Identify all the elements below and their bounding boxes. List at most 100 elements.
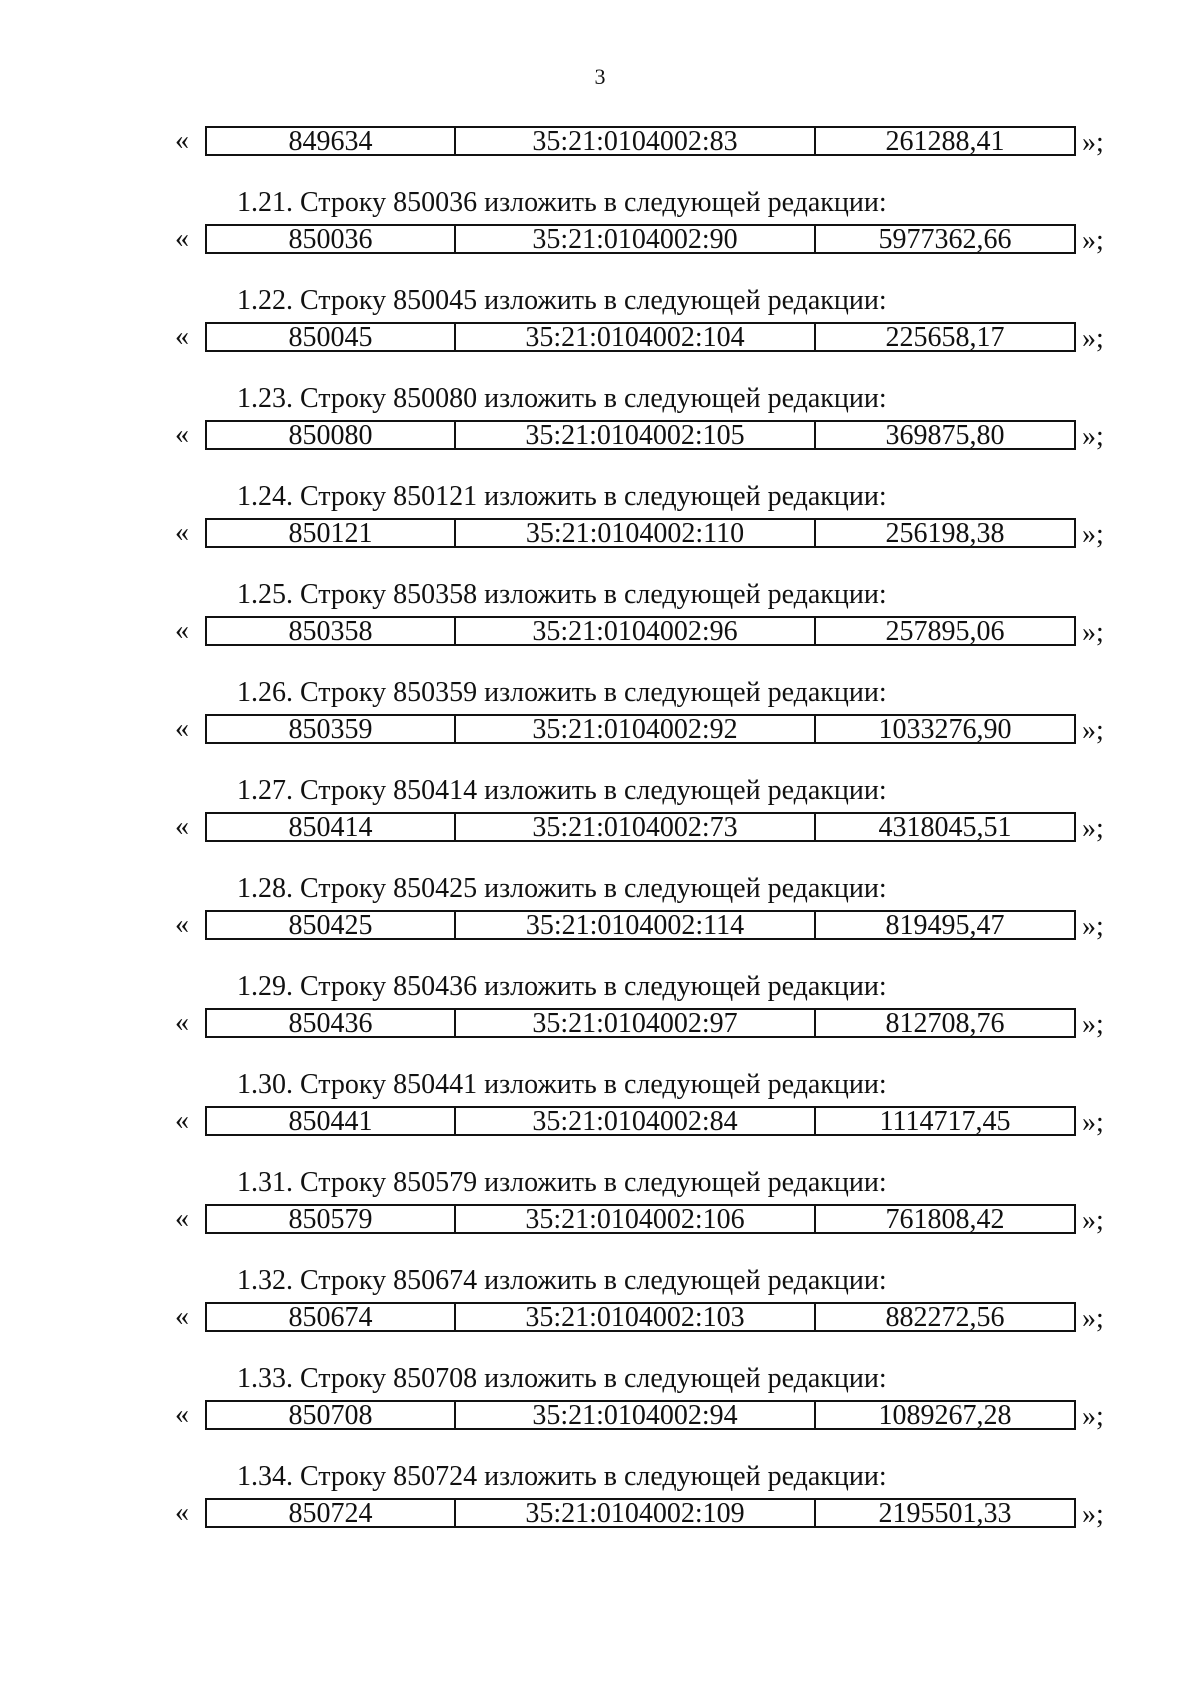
code-cell: 850724	[207, 1500, 456, 1526]
opening-quote: «	[175, 1301, 189, 1332]
amendment-heading: 1.21. Строку 850036 изложить в следующей…	[237, 187, 887, 218]
amendment-entry: 1.27. Строку 850414 изложить в следующей…	[0, 776, 1200, 910]
value-cell: 5977362,66	[878, 226, 1012, 252]
closing-quote: »;	[1082, 813, 1104, 844]
amendment-heading: 1.22. Строку 850045 изложить в следующей…	[237, 285, 887, 316]
amendment-heading: 1.34. Строку 850724 изложить в следующей…	[237, 1461, 887, 1492]
code-cell: 850080	[207, 422, 456, 448]
value-cell: 761808,42	[885, 1206, 1005, 1232]
opening-quote: «	[175, 517, 189, 548]
code-cell: 850036	[207, 226, 456, 252]
amendment-heading: 1.27. Строку 850414 изложить в следующей…	[237, 775, 887, 806]
opening-quote: «	[175, 713, 189, 744]
code-cell: 850358	[207, 618, 456, 644]
amendment-entry: 1.21. Строку 850036 изложить в следующей…	[0, 188, 1200, 322]
amendment-entry: 1.32. Строку 850674 изложить в следующей…	[0, 1266, 1200, 1400]
opening-quote: «	[175, 811, 189, 842]
closing-quote: »;	[1082, 1107, 1104, 1138]
amendment-entry: 1.34. Строку 850724 изложить в следующей…	[0, 1462, 1200, 1596]
closing-quote: »;	[1082, 911, 1104, 942]
opening-quote: «	[175, 1399, 189, 1430]
page-number: 3	[594, 64, 606, 89]
code-cell: 850121	[207, 520, 456, 546]
amendment-entry: 1.30. Строку 850441 изложить в следующей…	[0, 1070, 1200, 1204]
cadastral-number-cell: 35:21:0104002:83	[456, 128, 816, 154]
closing-quote: »;	[1082, 225, 1104, 256]
opening-quote: «	[175, 909, 189, 940]
code-cell: 850414	[207, 814, 456, 840]
amendment-entry: 1.26. Строку 850359 изложить в следующей…	[0, 678, 1200, 812]
value-cell: 256198,38	[885, 520, 1005, 546]
amendment-entry: 1.24. Строку 850121 изложить в следующей…	[0, 482, 1200, 616]
amendment-entry: 1.29. Строку 850436 изложить в следующей…	[0, 972, 1200, 1106]
cadastral-number-cell: 35:21:0104002:90	[456, 226, 816, 252]
opening-quote: «	[175, 1203, 189, 1234]
code-cell: 850359	[207, 716, 456, 742]
code-cell: 850674	[207, 1304, 456, 1330]
cadastral-number-cell: 35:21:0104002:114	[456, 912, 816, 938]
cadastral-number-cell: 35:21:0104002:103	[456, 1304, 816, 1330]
code-cell: 850579	[207, 1206, 456, 1232]
amendment-heading: 1.32. Строку 850674 изложить в следующей…	[237, 1265, 887, 1296]
closing-quote: »;	[1082, 127, 1104, 158]
amendment-heading: 1.26. Строку 850359 изложить в следующей…	[237, 677, 887, 708]
cadastral-number-cell: 35:21:0104002:104	[456, 324, 816, 350]
cadastral-number-cell: 35:21:0104002:92	[456, 716, 816, 742]
value-cell: 1089267,28	[878, 1402, 1012, 1428]
cadastral-number-cell: 35:21:0104002:106	[456, 1206, 816, 1232]
cadastral-number-cell: 35:21:0104002:94	[456, 1402, 816, 1428]
code-cell: 850436	[207, 1010, 456, 1036]
closing-quote: »;	[1082, 421, 1104, 452]
value-cell: 1033276,90	[878, 716, 1012, 742]
opening-quote: «	[175, 615, 189, 646]
value-cell: 257895,06	[885, 618, 1005, 644]
closing-quote: »;	[1082, 519, 1104, 550]
amendment-heading: 1.29. Строку 850436 изложить в следующей…	[237, 971, 887, 1002]
closing-quote: »;	[1082, 1205, 1104, 1236]
continued-row-entry: « 849634 35:21:0104002:83 261288,41 »;	[0, 125, 1200, 224]
code-cell: 850708	[207, 1402, 456, 1428]
value-cell: 882272,56	[885, 1304, 1005, 1330]
amendment-entry: 1.25. Строку 850358 изложить в следующей…	[0, 580, 1200, 714]
amendment-entry: 1.23. Строку 850080 изложить в следующей…	[0, 384, 1200, 518]
value-cell: 369875,80	[885, 422, 1005, 448]
closing-quote: »;	[1082, 323, 1104, 354]
amendment-heading: 1.28. Строку 850425 изложить в следующей…	[237, 873, 887, 904]
amendment-heading: 1.30. Строку 850441 изложить в следующей…	[237, 1069, 887, 1100]
amendment-heading: 1.23. Строку 850080 изложить в следующей…	[237, 383, 887, 414]
closing-quote: »;	[1082, 1009, 1104, 1040]
value-cell: 261288,41	[885, 128, 1005, 154]
value-cell: 2195501,33	[878, 1500, 1012, 1526]
opening-quote: «	[175, 1007, 189, 1038]
cadastral-number-cell: 35:21:0104002:96	[456, 618, 816, 644]
amendment-heading: 1.25. Строку 850358 изложить в следующей…	[237, 579, 887, 610]
value-cell: 225658,17	[885, 324, 1005, 350]
amendment-entry: 1.33. Строку 850708 изложить в следующей…	[0, 1364, 1200, 1498]
closing-quote: »;	[1082, 1303, 1104, 1334]
cadastral-number-cell: 35:21:0104002:105	[456, 422, 816, 448]
closing-quote: »;	[1082, 715, 1104, 746]
cadastral-number-cell: 35:21:0104002:97	[456, 1010, 816, 1036]
amendment-entry: 1.28. Строку 850425 изложить в следующей…	[0, 874, 1200, 1008]
